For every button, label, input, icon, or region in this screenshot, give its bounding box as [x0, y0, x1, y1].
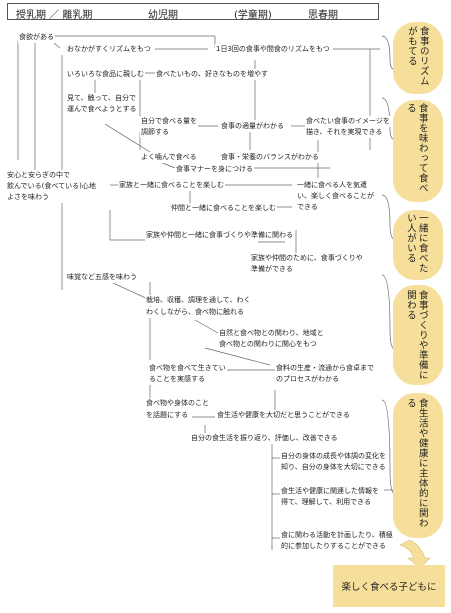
node-five-senses: 味覚など五感を味わう: [66, 272, 138, 283]
node-nature-1: 自然と食べ物との関わり、地域と: [218, 328, 325, 339]
node-see-touch-1: 見て、触って、自分で: [66, 93, 137, 104]
node-process-1: 食料の生産・流通から食卓まで: [275, 363, 375, 374]
node-cultivate-2: わくしながら、食べ物に触れる: [145, 307, 245, 318]
goal-oval-rhythm: [393, 22, 443, 94]
node-chew-well: よく噛んで食べる: [140, 152, 198, 163]
goal-prepare: 食事づくりや準備に関わる: [404, 290, 428, 380]
node-nature-2: 食べ物との関わりに関心をもつ: [218, 339, 318, 350]
period-header-box: [7, 3, 379, 20]
node-peace-1: 安心と安らぎの中で: [6, 170, 71, 181]
period-infancy: 授乳期 ／ 離乳期: [16, 10, 93, 21]
node-process-2: のプロセスがわかる: [275, 374, 340, 385]
node-care-3: できる: [296, 202, 319, 213]
node-plan-2: 的に参加したりすることができる: [280, 541, 387, 552]
node-topic-1: 食べ物や身体のこと: [145, 398, 210, 409]
node-family-enjoy: 家族と一緒に食べることを楽しむ: [118, 180, 225, 191]
node-appropriate-amount: 食事の適量がわかる: [220, 121, 285, 132]
period-early-childhood: 幼児期: [148, 10, 178, 21]
node-friends-enjoy: 仲間と一緒に食べることを楽しむ: [170, 203, 277, 214]
node-image-1: 食べたい食事のイメージを: [305, 116, 391, 127]
node-peace-2: 飲んでいる(食べている)心地よさを味わう: [6, 181, 103, 203]
node-health-important: 食生活や健康を大切だと思うことができる: [216, 410, 351, 421]
node-info-2: 得て、理解して、利用できる: [280, 497, 372, 508]
node-for-family-1: 家族や仲間のために、食事づくりや: [250, 253, 364, 264]
node-hungry-rhythm: おなかがすくリズムをもつ: [66, 44, 152, 55]
goal-health: 食生活や健康に主体的に関わる: [404, 398, 428, 528]
node-care-1: 一緒に食べる人を気遣: [296, 180, 368, 191]
node-self-amount-2: 調節する: [140, 127, 170, 138]
node-image-2: 描き、それを実現できる: [305, 127, 384, 138]
node-body-1: 自分の身体の成長や体調の変化を: [280, 451, 387, 462]
node-family-friends-prep: 家族や仲間と一緒に食事づくりや準備に関わる: [145, 230, 294, 241]
node-live-2: ることを実感する: [148, 374, 206, 385]
node-info-1: 食生活や健康に関連した情報を: [280, 486, 380, 497]
node-plan-1: 食に関わる活動を計画したり、積極: [280, 530, 394, 541]
period-school-age: (学童期): [234, 10, 272, 21]
node-for-family-2: 準備ができる: [250, 264, 294, 275]
node-self-amount-1: 自分で食べる量を: [140, 116, 198, 127]
goal-taste: 食事を味わって食べる: [404, 103, 428, 193]
goal-final: 楽しく食べる子どもに: [333, 565, 445, 607]
goal-oval-health: [393, 393, 443, 538]
goal-oval-prepare: [393, 285, 443, 385]
node-body-2: 知り、自分の身体を大切にできる: [280, 462, 387, 473]
node-topic-2: を話題にする: [145, 410, 190, 421]
node-meals-rhythm: 1日3回の食事や間食のリズムをもつ: [215, 44, 331, 55]
period-adolescence: 思春期: [308, 10, 338, 21]
node-various-foods: いろいろな食品に親しむ: [66, 69, 145, 80]
goal-together: 一緒に食べたい人がいる: [404, 213, 428, 273]
goal-oval-together: [393, 210, 443, 280]
node-see-touch-2: 運んで食べようとする: [66, 104, 138, 115]
goal-rhythm: 食事のリズムがもてる: [405, 26, 429, 86]
node-appetite: 食欲がある: [18, 32, 55, 43]
node-cultivate-1: 栽培、収穫、調理を通して、わく: [145, 295, 252, 306]
node-balance: 食事・栄養のバランスがわかる: [220, 152, 320, 163]
goal-oval-taste: [393, 100, 443, 202]
node-live-1: 食べ物を食べて生きてい: [148, 363, 227, 374]
node-care-2: い、楽しく食べることが: [296, 191, 375, 202]
node-manners: 食事マナーを身につける: [175, 164, 254, 175]
node-reflect: 自分の食生活を振り返り、評価し、改善できる: [190, 433, 339, 444]
node-more-foods: 食べたいもの、好きなものを増やす: [155, 69, 269, 80]
